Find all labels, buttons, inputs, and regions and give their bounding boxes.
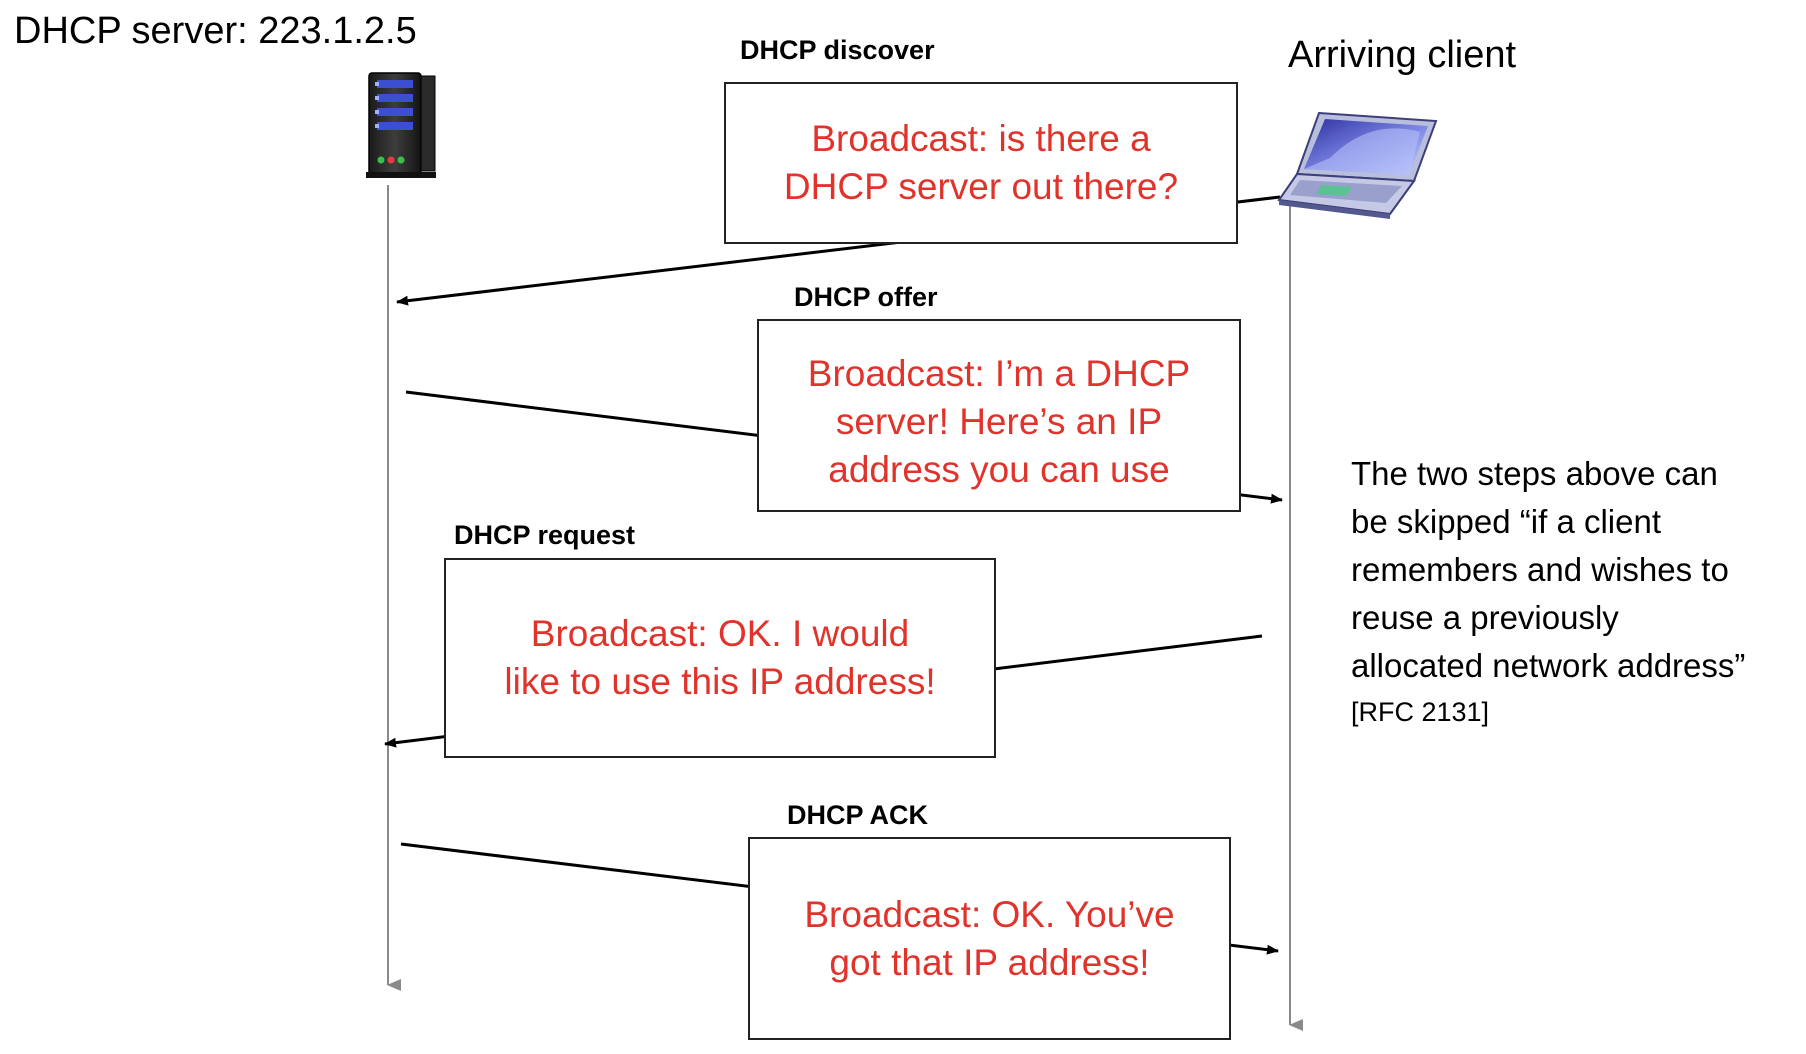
message-text-discover: Broadcast: is there a DHCP server out th… xyxy=(783,118,1179,207)
message-title-request: DHCP request xyxy=(454,520,636,550)
message-box-offer: Broadcast: I’m a DHCP server! Here’s an … xyxy=(757,319,1241,512)
message-title-discover: DHCP discover xyxy=(740,35,935,65)
rfc-reference: [RFC 2131] xyxy=(1351,697,1490,727)
message-title-offer: DHCP offer xyxy=(794,282,938,312)
message-text-offer: Broadcast: I’m a DHCP server! Here’s an … xyxy=(807,352,1191,490)
laptop-icon xyxy=(1277,111,1438,219)
message-text-request: Broadcast: OK. I would like to use this … xyxy=(504,613,936,702)
client-label: Arriving client xyxy=(1288,34,1517,76)
server-icon xyxy=(366,72,436,178)
message-text-ack: Broadcast: OK. You’ve got that IP addres… xyxy=(804,893,1175,983)
message-box-request: Broadcast: OK. I would like to use this … xyxy=(444,558,996,758)
skip-steps-note: The two steps above can be skipped “if a… xyxy=(1351,455,1746,684)
message-box-discover: Broadcast: is there a DHCP server out th… xyxy=(724,82,1238,244)
message-title-ack: DHCP ACK xyxy=(787,800,929,830)
server-label: DHCP server: 223.1.2.5 xyxy=(14,10,417,52)
message-box-ack: Broadcast: OK. You’ve got that IP addres… xyxy=(748,837,1231,1040)
